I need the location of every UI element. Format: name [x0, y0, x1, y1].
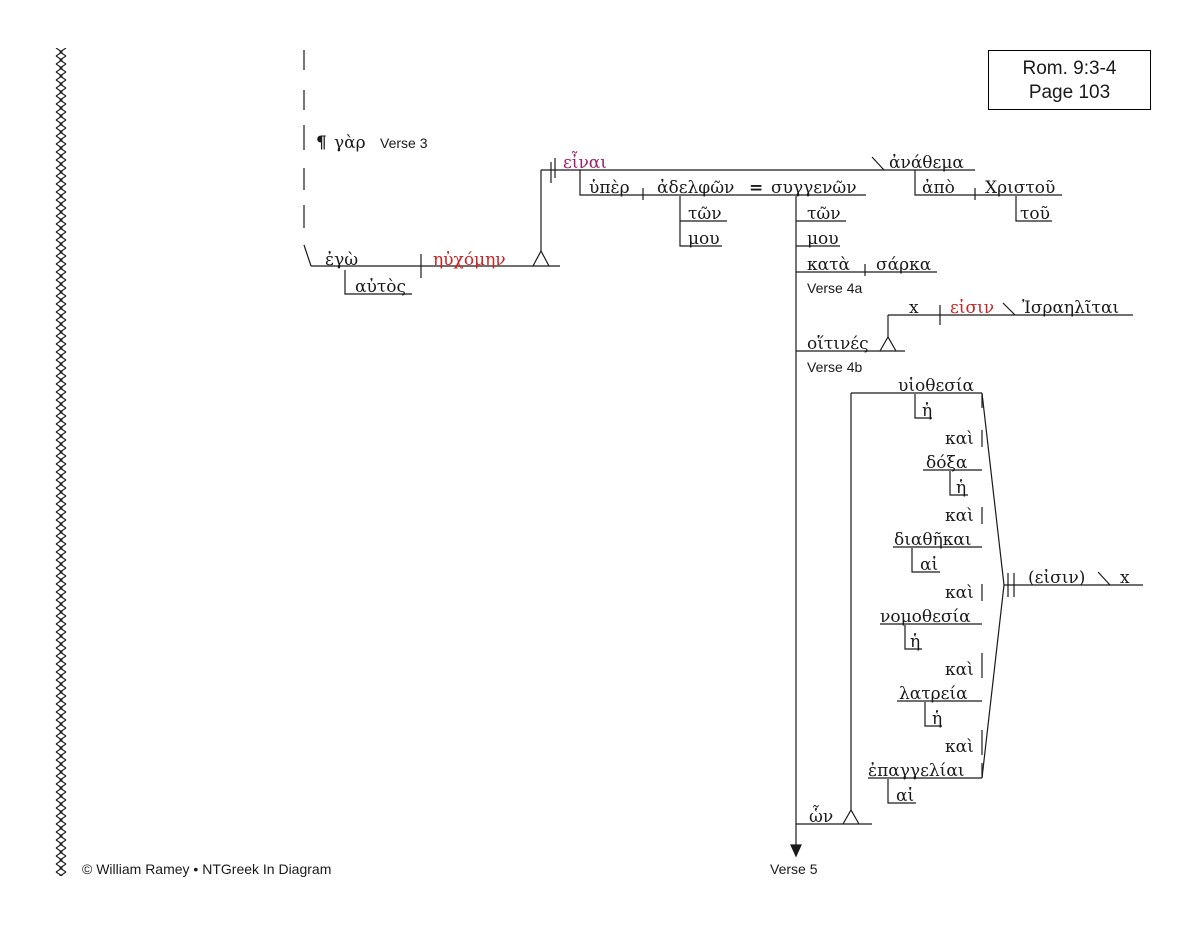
reference-line-1: Rom. 9:3-4: [1022, 58, 1117, 79]
word-x-2: x: [1120, 568, 1130, 588]
word-diathekai: διαθῆκαι: [894, 530, 972, 550]
word-mou-2: μου: [807, 229, 839, 249]
word-nomothesia: νομοθεσία: [880, 607, 971, 627]
word-hyper: ὑπὲρ: [589, 178, 630, 198]
arrow-head: [790, 844, 802, 858]
word-huiothesia: υἱοθεσία: [898, 376, 975, 396]
word-israelitai: Ἰσραηλῖται: [1022, 298, 1119, 318]
word-hai-1: αἱ: [920, 555, 938, 575]
word-eisin: εἰσιν: [950, 298, 994, 318]
word-hai-2: αἱ: [896, 786, 914, 806]
word-autos: αὐτὸς: [355, 277, 406, 297]
hai1-line: [911, 548, 940, 573]
word-kata: κατὰ: [807, 255, 851, 275]
fork-top: [981, 392, 1005, 586]
copyright-footer: © William Ramey • NTGreek In Diagram: [82, 861, 332, 877]
reference-line-2: Page 103: [1028, 82, 1111, 103]
word-syngenon: συγγενῶν: [771, 178, 857, 198]
word-latreia: λατρεία: [899, 684, 968, 704]
hoitines-stand: [879, 335, 897, 352]
verse-3-label: Verse 3: [380, 135, 428, 151]
word-apo: ἀπὸ: [922, 178, 955, 198]
hon-stand: [842, 808, 860, 825]
word-ton-1: τῶν: [688, 204, 722, 224]
reference-box: Rom. 9:3-4 Page 103: [988, 50, 1151, 110]
word-christou: Χριστοῦ: [985, 178, 1055, 198]
word-gar: γὰρ: [334, 133, 366, 153]
word-kai-1: καὶ: [945, 429, 974, 449]
he1-line: [914, 394, 932, 419]
word-kai-3: καὶ: [945, 583, 974, 603]
word-hon: ὧν: [809, 805, 833, 827]
word-he-3: ἡ: [910, 632, 920, 652]
word-kai-2: καὶ: [945, 506, 974, 526]
word-ton-2: τῶν: [807, 204, 841, 224]
hai2-line: [887, 779, 916, 804]
word-he-4: ἡ: [932, 709, 942, 729]
word-kai-4: καὶ: [945, 660, 974, 680]
fork-bottom: [981, 584, 1005, 779]
word-euchomen: ηὐχόμην: [433, 250, 506, 270]
verse-4a-label: Verse 4a: [807, 280, 862, 296]
word-hoitines: οἵτινές: [807, 334, 869, 354]
word-doxa: δόξα: [926, 453, 968, 473]
anathema-slash: [871, 156, 885, 171]
israelitai-slash: [1002, 302, 1016, 316]
word-he-1: ἡ: [922, 401, 932, 421]
word-ego: ἐγὼ: [325, 250, 358, 270]
word-einai: εἶναι: [563, 151, 607, 173]
word-eisin-paren: (εἰσιν): [1028, 568, 1085, 588]
word-kai-5: καὶ: [945, 737, 974, 757]
x2-slash: [1097, 571, 1111, 586]
word-anathema: ἀνάθεμα: [889, 153, 964, 173]
binding-edge: [52, 48, 70, 876]
he3-line: [904, 625, 922, 650]
infinitive-stand: [532, 249, 550, 267]
word-adelphon: ἀδελφῶν: [657, 178, 734, 198]
he2-line: [949, 471, 968, 496]
word-tou: τοῦ: [1020, 204, 1050, 224]
paragraph-mark: ¶: [316, 133, 327, 153]
apo-line: [914, 170, 1062, 196]
tou-line: [1015, 196, 1052, 222]
word-sarka: σάρκα: [876, 255, 932, 275]
mou1-line: [679, 221, 722, 247]
hyper-line: [579, 170, 866, 196]
verse-4b-label: Verse 4b: [807, 359, 862, 375]
equals-sign: =: [749, 178, 763, 198]
autos-modifier-line: [344, 270, 412, 295]
he4-line: [924, 702, 942, 727]
word-mou-1: μου: [688, 229, 720, 249]
word-epangeliai: ἐπαγγελίαι: [868, 761, 965, 781]
word-he-2: ἡ: [956, 478, 966, 498]
word-x-1: x: [909, 298, 919, 318]
verse-5-label: Verse 5: [770, 861, 818, 877]
conjunction-link: [303, 244, 312, 267]
